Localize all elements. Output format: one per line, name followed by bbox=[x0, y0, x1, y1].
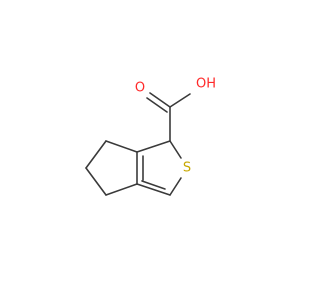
bond-c6-c6a bbox=[105, 183, 138, 196]
structure-canvas: O OH S bbox=[85, 76, 217, 196]
bond-c-o-double-2 bbox=[146, 97, 168, 113]
bond-c3-c6a bbox=[136, 183, 171, 196]
bond-c5-c6 bbox=[85, 167, 107, 196]
bond-s-c3 bbox=[169, 177, 182, 196]
bond-c1-s bbox=[169, 140, 182, 159]
oxygen-carbonyl-label: O bbox=[135, 81, 145, 96]
bond-c-o-double-1 bbox=[149, 92, 171, 108]
bond-c3a-c4 bbox=[105, 140, 138, 153]
sulfur-label: S bbox=[183, 161, 191, 176]
hydroxyl-label: OH bbox=[196, 77, 216, 92]
bond-c3-c6a-inner bbox=[141, 180, 166, 190]
molecule-drawing: O OH S bbox=[85, 77, 216, 196]
bond-c3a-c1 bbox=[136, 140, 171, 153]
bond-c-oh bbox=[169, 93, 191, 108]
bond-c4-c5 bbox=[85, 140, 107, 169]
